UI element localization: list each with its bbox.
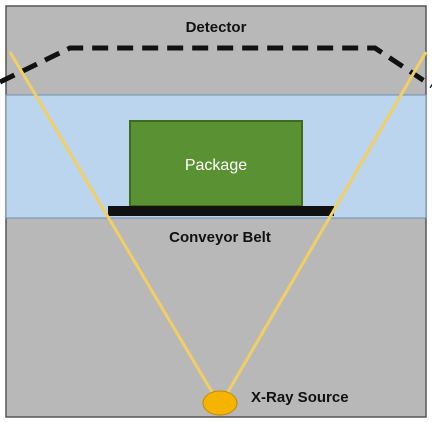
conveyor-belt-label: Conveyor Belt bbox=[169, 229, 271, 246]
xray-beam-right bbox=[226, 51, 428, 393]
xray-source-icon bbox=[202, 390, 238, 416]
detector-label: Detector bbox=[186, 19, 247, 36]
detector-outline bbox=[0, 45, 432, 89]
conveyor-belt bbox=[108, 206, 334, 216]
xray-beam-left bbox=[8, 51, 214, 393]
package-box bbox=[129, 120, 303, 207]
xray-source-label: X-Ray Source bbox=[251, 389, 349, 406]
package-label: Package bbox=[185, 157, 247, 174]
